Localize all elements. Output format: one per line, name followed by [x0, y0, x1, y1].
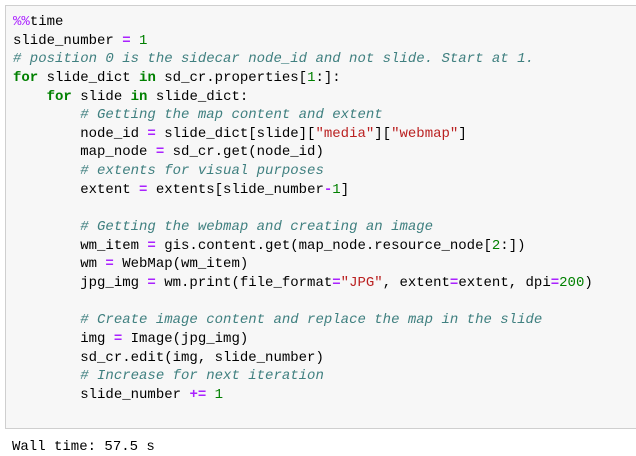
code-token: slide	[71, 88, 131, 105]
code-token: slide_dict[slide][	[155, 125, 316, 142]
code-token: =	[139, 181, 148, 198]
code-token: =	[105, 256, 114, 273]
code-token: # Create image content and replace the m…	[80, 312, 543, 329]
code-line: img = Image(jpg_img)	[13, 330, 593, 349]
code-line: slide_number = 1	[13, 32, 593, 51]
code-line: # Getting the webmap and creating an ima…	[13, 218, 593, 237]
code-token	[13, 107, 80, 123]
code-token: slide_dict	[38, 69, 140, 86]
code-token: # extents for visual purposes	[80, 163, 324, 180]
code-line: for slide_dict in sd_cr.properties[1:]:	[13, 69, 593, 88]
code-token	[131, 33, 139, 49]
code-token: # Getting the map content and extent	[80, 107, 383, 124]
code-token: gis.content.get(map_node.resource_node[	[155, 237, 492, 254]
code-token: =	[155, 144, 165, 161]
code-token: img	[13, 330, 114, 347]
code-token	[13, 312, 80, 328]
code-token: wm.print(file_format	[155, 274, 333, 291]
code-token: sd_cr.edit(img, slide_number)	[13, 349, 324, 366]
code-token: slide_number	[13, 32, 123, 49]
code-token: 1	[307, 69, 316, 86]
code-token: # Increase for next iteration	[80, 368, 324, 385]
code-line: # Create image content and replace the m…	[13, 311, 593, 330]
code-line: extent = extents[slide_number-1]	[13, 181, 593, 200]
code-line: jpg_img = wm.print(file_format="JPG", ex…	[13, 274, 593, 293]
cell-output: Wall time: 57.5 s	[12, 439, 155, 455]
code-token: sd_cr.properties[	[155, 69, 308, 86]
code-token: in	[139, 69, 156, 86]
code-token	[206, 387, 214, 403]
code-token: , extent	[382, 274, 450, 291]
code-line: %%time	[13, 13, 593, 32]
code-token: in	[130, 88, 148, 105]
code-line: sd_cr.edit(img, slide_number)	[13, 349, 593, 368]
code-token: extent, dpi	[458, 274, 551, 291]
code-line: node_id = slide_dict[slide]["media"]["we…	[13, 125, 593, 144]
code-token: ]	[458, 125, 467, 142]
code-token: :])	[500, 237, 526, 254]
code-line: wm_item = gis.content.get(map_node.resou…	[13, 237, 593, 256]
code-token: "media"	[315, 125, 375, 142]
code-line: # extents for visual purposes	[13, 162, 593, 181]
code-token: "webmap"	[391, 125, 459, 142]
code-token: 1	[332, 181, 341, 198]
code-token: 1	[214, 386, 224, 403]
code-line	[13, 199, 593, 218]
code-token: sd_cr.get(node_id)	[164, 144, 324, 161]
code-token: :]:	[315, 69, 341, 86]
code-token: for	[13, 69, 39, 86]
code-line: # Increase for next iteration	[13, 367, 593, 386]
code-line: # Getting the map content and extent	[13, 106, 593, 125]
code-token: wm	[13, 256, 106, 273]
code-token: WebMap(wm_item)	[113, 256, 249, 273]
code-token: -	[323, 181, 333, 198]
code-token: "JPG"	[340, 274, 383, 291]
code-token: map_node	[13, 144, 156, 161]
code-line: map_node = sd_cr.get(node_id)	[13, 143, 593, 162]
code-token: 200	[559, 274, 585, 291]
code-token: time	[29, 14, 64, 30]
code-token	[13, 368, 80, 384]
code-token	[13, 163, 80, 179]
code-token: extent	[13, 181, 140, 198]
code-token: ][	[374, 125, 392, 142]
code-token: +=	[189, 386, 207, 403]
code-token: =	[122, 32, 131, 49]
code-line: wm = WebMap(wm_item)	[13, 255, 593, 274]
code-token: 1	[139, 32, 148, 49]
code-token: 2	[491, 237, 501, 254]
code-token: =	[550, 274, 560, 291]
code-token	[13, 89, 47, 105]
code-token: %%	[13, 14, 30, 30]
code-token: )	[584, 274, 593, 291]
code-token: =	[147, 274, 156, 291]
code-token	[13, 219, 80, 235]
code-line	[13, 293, 593, 312]
code-token: ]	[340, 181, 350, 198]
code-token: jpg_img	[13, 274, 148, 291]
code-token: =	[113, 330, 123, 347]
code-token: =	[332, 274, 341, 291]
code-token: # position 0 is the sidecar node_id and …	[13, 51, 534, 68]
code-token: =	[147, 125, 156, 142]
code-line: for slide in slide_dict:	[13, 88, 593, 107]
code-token: Image(jpg_img)	[122, 330, 249, 347]
code-token: wm_item	[13, 237, 148, 254]
code-token: # Getting the webmap and creating an ima…	[80, 219, 434, 236]
code-line: slide_number += 1	[13, 386, 593, 405]
code-line: # position 0 is the sidecar node_id and …	[13, 50, 593, 69]
code-token: node_id	[13, 125, 148, 142]
code-token: for	[46, 88, 72, 105]
code-token: =	[147, 237, 156, 254]
code-token: slide_number	[13, 386, 190, 403]
code-token: extents[slide_number	[147, 181, 324, 198]
code-token: slide_dict:	[147, 88, 249, 105]
code-token: =	[449, 274, 459, 291]
